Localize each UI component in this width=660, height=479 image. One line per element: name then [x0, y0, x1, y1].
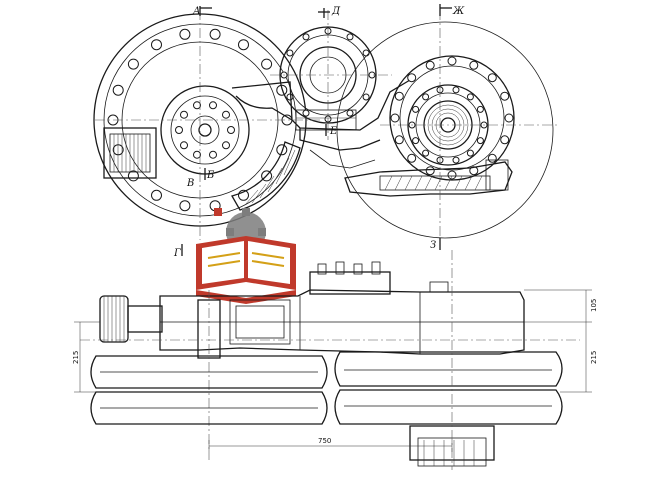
dimension-215-right: 215	[590, 351, 598, 364]
dimension-750: 750	[318, 437, 331, 445]
bolt-hole	[151, 39, 162, 51]
bolt-hole	[425, 60, 435, 70]
side-top-fittings	[309, 261, 449, 295]
bolt-hole	[151, 189, 162, 201]
label-section-d: Д	[331, 6, 341, 17]
bolt-hole	[286, 93, 294, 101]
bolt-hole	[222, 141, 230, 150]
bolt-hole	[394, 135, 404, 145]
bolt-hole	[469, 60, 479, 70]
side-left-pulley	[90, 355, 328, 425]
bolt-hole	[452, 156, 460, 164]
bolt-hole	[302, 33, 310, 41]
bolt-hole	[179, 200, 191, 212]
label-section-v: В	[186, 178, 194, 189]
bolt-hole	[390, 113, 400, 123]
bolt-hole	[412, 105, 420, 113]
bolt-hole	[422, 93, 430, 101]
left-coupling	[103, 127, 157, 179]
left-hub	[160, 85, 250, 175]
bolt-hole	[407, 153, 417, 163]
label-section-z: З	[430, 240, 436, 251]
bolt-hole	[500, 91, 510, 101]
label-section-b: Б	[206, 170, 215, 181]
bolt-hole	[422, 149, 430, 157]
bolt-hole	[261, 58, 273, 70]
right-pulley-disk	[336, 21, 554, 239]
bolt-hole	[302, 109, 310, 117]
bolt-hole	[127, 58, 139, 70]
top-centerlines	[95, 10, 560, 250]
label-section-a: А	[192, 6, 201, 17]
top-view: А Д Ж Е Б В Г З	[93, 4, 560, 259]
bolt-hole	[276, 144, 288, 156]
side-vertical-post	[197, 290, 221, 460]
bolt-hole	[209, 101, 217, 110]
central-housing	[231, 79, 411, 169]
side-main-body	[159, 289, 525, 355]
bolt-hole	[112, 84, 124, 96]
side-left-coupling	[99, 295, 163, 343]
bolt-hole	[346, 109, 354, 117]
bolt-hole	[362, 49, 370, 57]
bolt-hole	[487, 73, 497, 83]
bolt-hole	[180, 141, 188, 150]
label-section-zh: Ж	[452, 6, 465, 17]
bolt-hole	[193, 150, 201, 159]
bolt-hole	[209, 150, 217, 159]
side-centerlines	[80, 250, 580, 470]
bolt-hole	[222, 110, 230, 119]
book-gear-logo	[196, 208, 296, 304]
label-section-g: Г	[173, 248, 181, 259]
bolt-hole	[412, 137, 420, 145]
dimension-105: 105	[590, 299, 598, 312]
bolt-hole	[175, 126, 183, 134]
bolt-hole	[407, 73, 417, 83]
bolt-hole	[193, 101, 201, 110]
bolt-hole	[504, 113, 514, 123]
bolt-hole	[179, 28, 191, 40]
bolt-hole	[500, 135, 510, 145]
bolt-hole	[394, 91, 404, 101]
bolt-hole	[487, 153, 497, 163]
right-gearbox	[344, 159, 513, 197]
bolt-hole	[466, 93, 474, 101]
bolt-hole	[466, 149, 474, 157]
bolt-hole	[286, 49, 294, 57]
bolt-hole	[425, 166, 435, 176]
section-markers	[181, 4, 452, 256]
bolt-hole	[238, 39, 249, 51]
bolt-hole	[476, 105, 484, 113]
bolt-hole	[362, 93, 370, 101]
bolt-hole	[447, 56, 457, 66]
bolt-hole	[180, 110, 188, 119]
bolt-hole	[452, 86, 460, 94]
bolt-hole	[209, 28, 221, 40]
side-view: 105 215 215 750	[72, 250, 598, 470]
dimension-215-left: 215	[72, 351, 80, 364]
hatched-sector	[231, 141, 301, 211]
label-section-e: Е	[329, 126, 338, 137]
bolt-hole	[476, 137, 484, 145]
dimension-lines	[74, 289, 592, 452]
bolt-hole	[447, 170, 457, 180]
bolt-hole	[227, 126, 235, 134]
bolt-hole	[346, 33, 354, 41]
side-right-pulley	[334, 351, 563, 425]
